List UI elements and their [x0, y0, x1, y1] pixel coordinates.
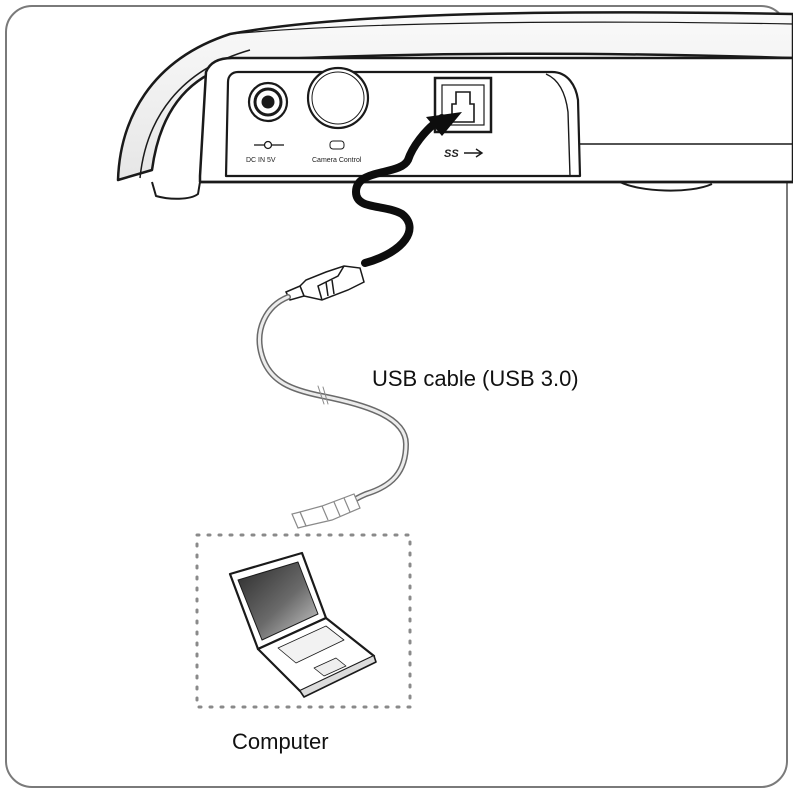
camera-control-label: Camera Control [312, 157, 362, 164]
usb-plug-computer-end [291, 493, 361, 529]
camera-control-port [306, 66, 370, 130]
computer-dotted-box [195, 533, 412, 709]
computer-label: Computer [232, 729, 329, 754]
usb-cable-black [352, 114, 446, 267]
dc-port-label: DC IN 5V [246, 157, 276, 164]
laptop-icon [228, 551, 377, 698]
usb3-logo-icon: SS [444, 148, 484, 160]
usb-cable-label: USB cable (USB 3.0) [372, 366, 579, 391]
control-icon [329, 140, 345, 150]
dc-port [247, 81, 289, 123]
dc-power-icon [254, 140, 284, 150]
svg-text:SS: SS [444, 148, 459, 160]
usb-cable-gray [256, 294, 409, 513]
arrow-icon [426, 112, 462, 136]
diagram-frame [5, 5, 788, 788]
